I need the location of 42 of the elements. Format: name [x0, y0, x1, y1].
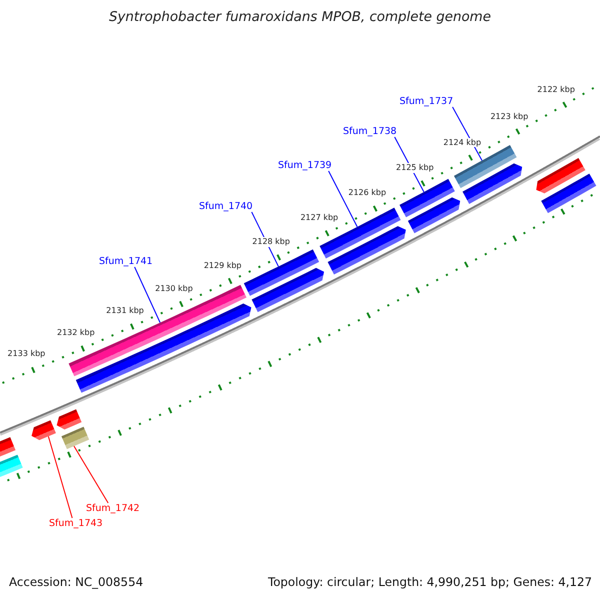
scale-label: 2131 kbp [106, 306, 144, 316]
scale-label: 2128 kbp [252, 237, 290, 247]
leader-line [74, 446, 109, 504]
gene-feature [462, 163, 522, 204]
gene-bar [541, 174, 596, 214]
gene-label: Sfum_1739 [278, 160, 332, 171]
footer-text: Accession: NC_008554 [9, 575, 144, 590]
leader-line [328, 170, 358, 228]
gene-label: Sfum_1738 [343, 126, 397, 137]
leader-line [48, 436, 73, 518]
leader-line [134, 266, 161, 324]
gene-label: Sfum_1743 [49, 518, 103, 529]
gene-feature [76, 303, 252, 393]
gene-bar [400, 178, 455, 218]
scale-label: 2122 kbp [537, 84, 575, 95]
scale-label: 2133 kbp [8, 349, 46, 359]
scale-label: 2123 kbp [490, 112, 528, 122]
gene-label: Sfum_1737 [400, 96, 454, 107]
scale-label: 2132 kbp [56, 328, 95, 338]
diagram-title: Syntrophobacter fumaroxidans MPOB, complete genome [109, 10, 491, 26]
gene-bar [244, 249, 320, 296]
scale-label: 2125 kbp [396, 163, 434, 173]
footer-text: Topology: circular; Length: 4,990,251 bp; Genes: 4,127 [268, 575, 592, 590]
gene-label: Sfum_1741 [99, 256, 153, 267]
scale-label: 2124 kbp [443, 138, 482, 148]
gene-feature [252, 268, 324, 312]
gene-feature [32, 420, 56, 440]
gene-bar [0, 454, 23, 478]
gene-feature [408, 197, 460, 234]
gene-bar [320, 208, 401, 258]
scale-label: 2127 kbp [300, 213, 338, 223]
scale-label: 2126 kbp [348, 188, 386, 198]
gene-feature [0, 437, 16, 456]
gene-label: Sfum_1740 [199, 200, 253, 212]
gene-feature [328, 226, 406, 275]
gene-feature [536, 158, 586, 194]
gene-bar [61, 426, 90, 450]
scale-label: 2129 kbp [204, 260, 242, 270]
gene-label: Sfum_1742 [86, 502, 140, 514]
gene-feature [56, 409, 82, 430]
gene-bar [454, 145, 517, 188]
scale-label: 2130 kbp [155, 284, 193, 294]
